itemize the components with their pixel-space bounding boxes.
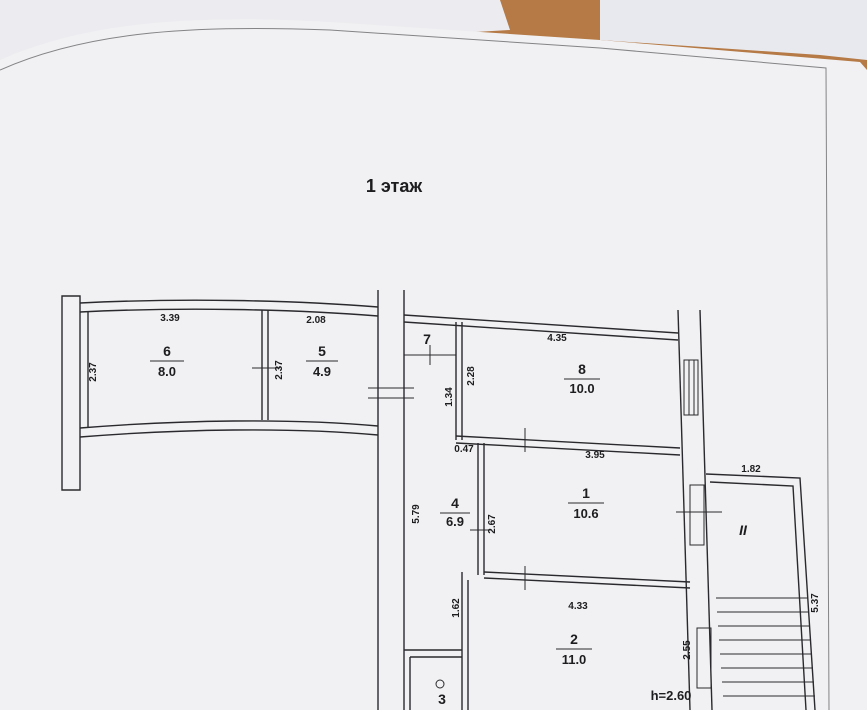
dim-1-34: 1.34 <box>444 387 455 407</box>
dim-2-28: 2.28 <box>466 366 477 386</box>
floor-title: 1 этаж <box>366 176 423 196</box>
stair-room <box>705 473 816 710</box>
dim-5-37: 5.37 <box>810 593 821 613</box>
dim-1-62: 1.62 <box>451 598 462 618</box>
room-8-number: 8 <box>578 361 586 377</box>
right-exterior-wall <box>676 309 722 710</box>
dimension-labels: 3.39 2.08 2.37 2.37 4.35 2.28 1.34 0.47 … <box>88 313 821 660</box>
dim-2-55: 2.55 <box>682 640 693 660</box>
dim-3-39: 3.39 <box>160 313 180 324</box>
room-6-area: 8.0 <box>158 364 176 379</box>
dim-2-37-mid: 2.37 <box>274 360 285 380</box>
central-wall <box>368 290 414 710</box>
room-4-number: 4 <box>451 495 459 511</box>
room-1-number: 1 <box>582 485 590 501</box>
dim-2-08: 2.08 <box>306 315 326 326</box>
dim-2-37-left: 2.37 <box>88 362 99 382</box>
dim-4-35: 4.35 <box>547 333 567 344</box>
room-6-number: 6 <box>163 343 171 359</box>
room-5-number: 5 <box>318 343 326 359</box>
room-5-area: 4.9 <box>313 364 331 379</box>
room-7-number: 7 <box>423 331 431 347</box>
second-sheet <box>600 0 867 60</box>
room-4-area: 6.9 <box>446 514 464 529</box>
room-II-number: II <box>739 522 748 538</box>
paper-sheet <box>0 19 867 710</box>
dim-4-33: 4.33 <box>568 601 588 612</box>
room-1-area: 10.6 <box>573 506 598 521</box>
room-2-number: 2 <box>570 631 578 647</box>
left-wing <box>61 295 379 491</box>
room-labels: 6 8.0 5 4.9 7 8 10.0 4 6.9 1 10.6 2 11.0… <box>150 331 748 707</box>
dim-2-67: 2.67 <box>487 514 498 534</box>
page-border-line <box>0 27 830 710</box>
dim-5-79: 5.79 <box>411 504 422 524</box>
room-8-area: 10.0 <box>569 381 594 396</box>
dim-1-82: 1.82 <box>741 464 761 475</box>
right-rooms <box>403 314 691 710</box>
ceiling-height: h=2.60 <box>651 688 692 703</box>
dim-0-47: 0.47 <box>454 444 474 455</box>
dim-3-95: 3.95 <box>585 450 605 461</box>
room-2-area: 11.0 <box>562 652 587 667</box>
room-3-number: 3 <box>438 691 446 707</box>
